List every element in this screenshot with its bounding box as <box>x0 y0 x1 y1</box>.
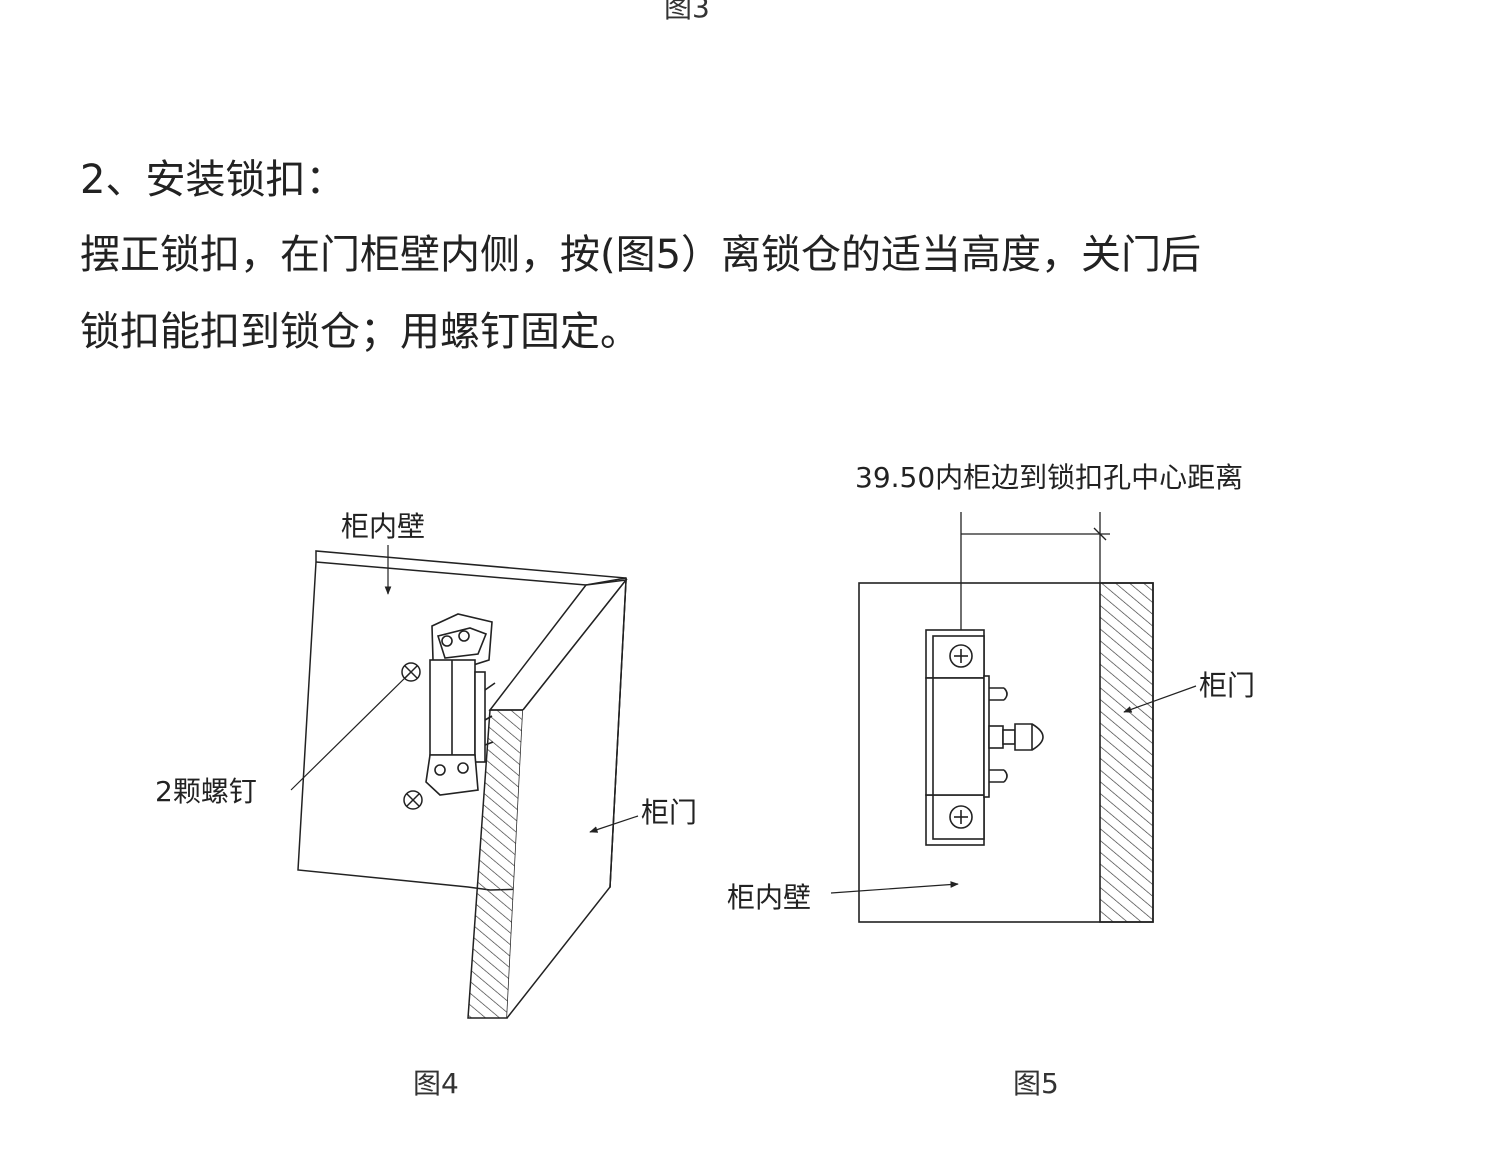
figure-4-caption: 图4 <box>413 1067 459 1100</box>
figure-5-caption: 图5 <box>1013 1067 1059 1100</box>
inner-wall-front-arrow <box>830 881 959 894</box>
section-heading: 2、安装锁扣： <box>80 157 346 203</box>
instruction-line-1: 摆正锁扣，在门柜壁内侧，按(图5）离锁仓的适当高度，关门后 <box>80 232 1202 278</box>
figure-4-inner-wall-label: 柜内壁 <box>341 510 426 543</box>
cabinet-door-front <box>1099 582 1154 923</box>
instruction-line-2: 锁扣能扣到锁仓；用螺钉固定。 <box>80 309 640 355</box>
lock-catch-front <box>925 629 1044 846</box>
figure-4-door-label: 柜门 <box>641 796 698 829</box>
figure-4-drawing <box>290 545 639 1019</box>
door-front-arrow <box>1123 685 1197 713</box>
figure-5-drawing <box>830 512 1197 923</box>
figure-5-inner-wall-label: 柜内壁 <box>727 881 812 914</box>
figure-4-screws-label: 2颗螺钉 <box>155 775 257 808</box>
figure-3-caption: 图3 <box>664 0 710 24</box>
screw-bottom <box>403 790 423 810</box>
figure-5-dimension-label: 39.50内柜边到锁扣孔中心距离 <box>855 461 1244 494</box>
lock-catch <box>425 613 496 796</box>
door-arrow <box>589 815 639 833</box>
figure-5-door-label: 柜门 <box>1199 669 1256 702</box>
screw-leader <box>290 671 412 791</box>
